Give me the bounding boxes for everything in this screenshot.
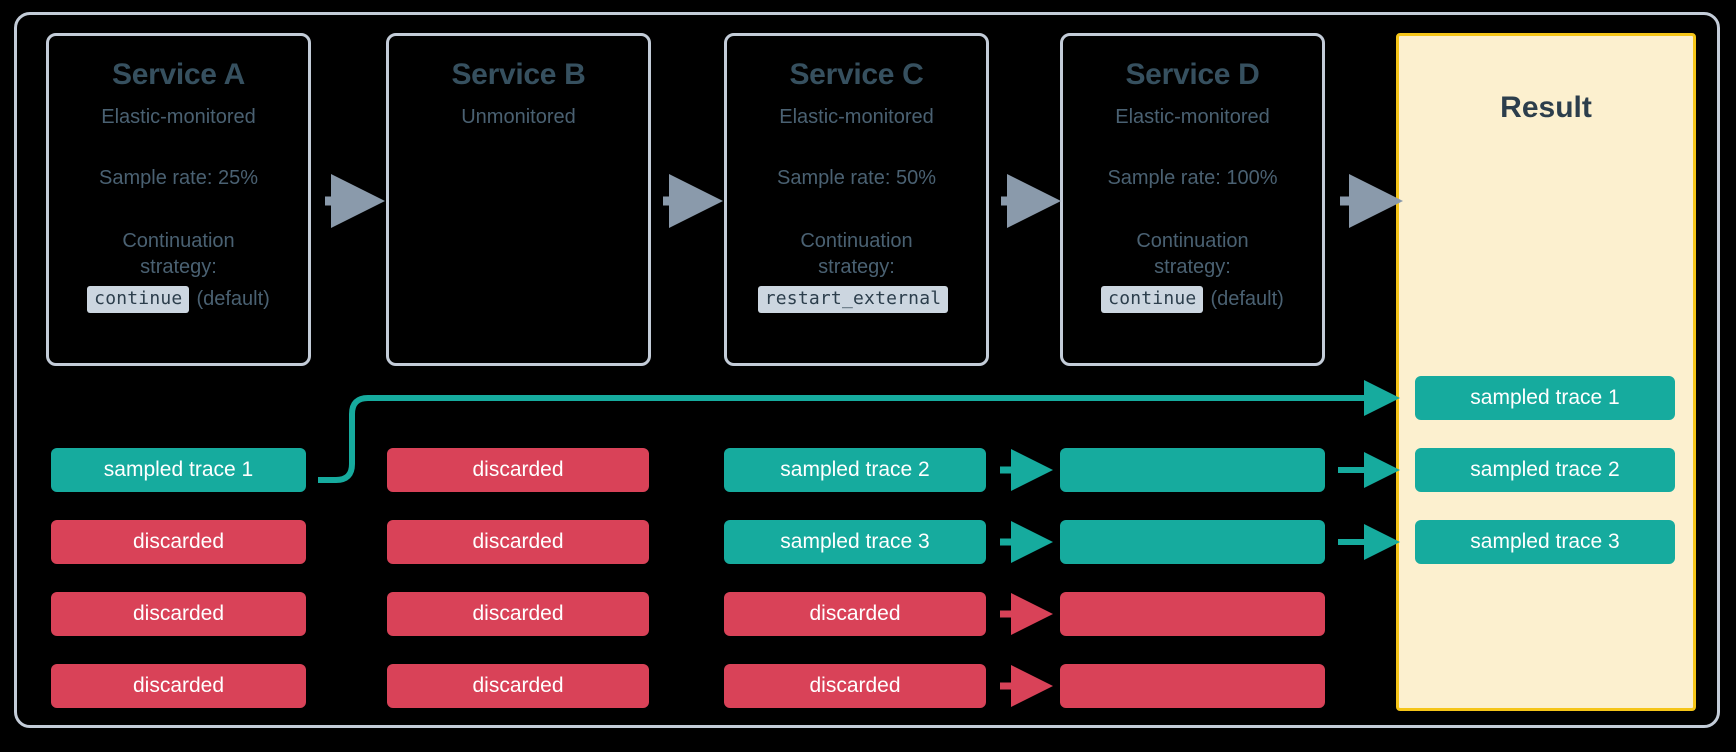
trace-chip-c-3: discarded	[724, 592, 986, 636]
service-title: Service A	[112, 58, 245, 91]
service-card-c: Service C Elastic-monitored Sample rate:…	[724, 33, 989, 366]
trace-chip-b-3: discarded	[387, 592, 649, 636]
trace-chip-a-1: sampled trace 1	[51, 448, 306, 492]
service-sample-rate: Sample rate: 100%	[1107, 167, 1278, 189]
service-card-d: Service D Elastic-monitored Sample rate:…	[1060, 33, 1325, 366]
trace-chip-a-4: discarded	[51, 664, 306, 708]
trace-chip-b-4: discarded	[387, 664, 649, 708]
trace-chip-d-1	[1060, 448, 1325, 492]
trace-chip-label: sampled trace 2	[780, 458, 930, 481]
service-card-b: Service B Unmonitored	[386, 33, 651, 366]
service-strategy-row: restart_external	[727, 285, 986, 314]
service-strategy-row: continue (default)	[1063, 285, 1322, 314]
service-title: Service C	[789, 58, 924, 91]
result-title: Result	[1500, 91, 1592, 124]
service-card-a: Service A Elastic-monitored Sample rate:…	[46, 33, 311, 366]
strategy-default-note: (default)	[1210, 288, 1284, 311]
trace-chip-label: discarded	[472, 458, 564, 481]
service-strategy-row: continue (default)	[49, 285, 308, 314]
service-monitoring-status: Unmonitored	[461, 106, 576, 128]
strategy-code-chip: continue	[1101, 285, 1204, 314]
trace-chip-label: discarded	[472, 602, 564, 625]
result-item-2: sampled trace 2	[1415, 448, 1675, 492]
service-monitoring-status: Elastic-monitored	[1115, 106, 1270, 128]
service-sample-rate: Sample rate: 25%	[99, 167, 258, 189]
trace-chip-a-2: discarded	[51, 520, 306, 564]
result-item-3: sampled trace 3	[1415, 520, 1675, 564]
trace-chip-label: discarded	[132, 602, 225, 625]
service-sample-rate: Sample rate: 50%	[777, 167, 936, 189]
trace-chip-b-2: discarded	[387, 520, 649, 564]
trace-chip-label: discarded	[809, 674, 901, 697]
result-item-1: sampled trace 1	[1415, 376, 1675, 420]
trace-chip-c-4: discarded	[724, 664, 986, 708]
strategy-code-chip: continue	[87, 285, 190, 314]
service-monitoring-status: Elastic-monitored	[101, 106, 256, 128]
trace-chip-a-3: discarded	[51, 592, 306, 636]
trace-chip-label: discarded	[809, 602, 901, 625]
result-item-label: sampled trace 3	[1470, 530, 1620, 553]
trace-chip-d-4	[1060, 664, 1325, 708]
trace-chip-label: discarded	[132, 674, 225, 697]
strategy-default-note: (default)	[196, 288, 270, 311]
result-item-label: sampled trace 1	[1470, 386, 1620, 409]
trace-chip-label: sampled trace 3	[780, 530, 930, 553]
trace-chip-b-1: discarded	[387, 448, 649, 492]
trace-chip-d-2	[1060, 520, 1325, 564]
service-title: Service B	[451, 58, 586, 91]
service-monitoring-status: Elastic-monitored	[779, 106, 934, 128]
trace-chip-d-3	[1060, 592, 1325, 636]
result-item-label: sampled trace 2	[1470, 458, 1620, 481]
strategy-code-chip: restart_external	[757, 285, 949, 314]
trace-chip-label: discarded	[472, 674, 564, 697]
trace-chip-label: discarded	[472, 530, 564, 553]
trace-chip-label: discarded	[132, 530, 225, 553]
trace-chip-label: sampled trace 1	[103, 458, 254, 481]
service-title: Service D	[1125, 58, 1260, 91]
trace-chip-c-1: sampled trace 2	[724, 448, 986, 492]
result-panel: Result	[1396, 33, 1696, 711]
trace-chip-c-2: sampled trace 3	[724, 520, 986, 564]
